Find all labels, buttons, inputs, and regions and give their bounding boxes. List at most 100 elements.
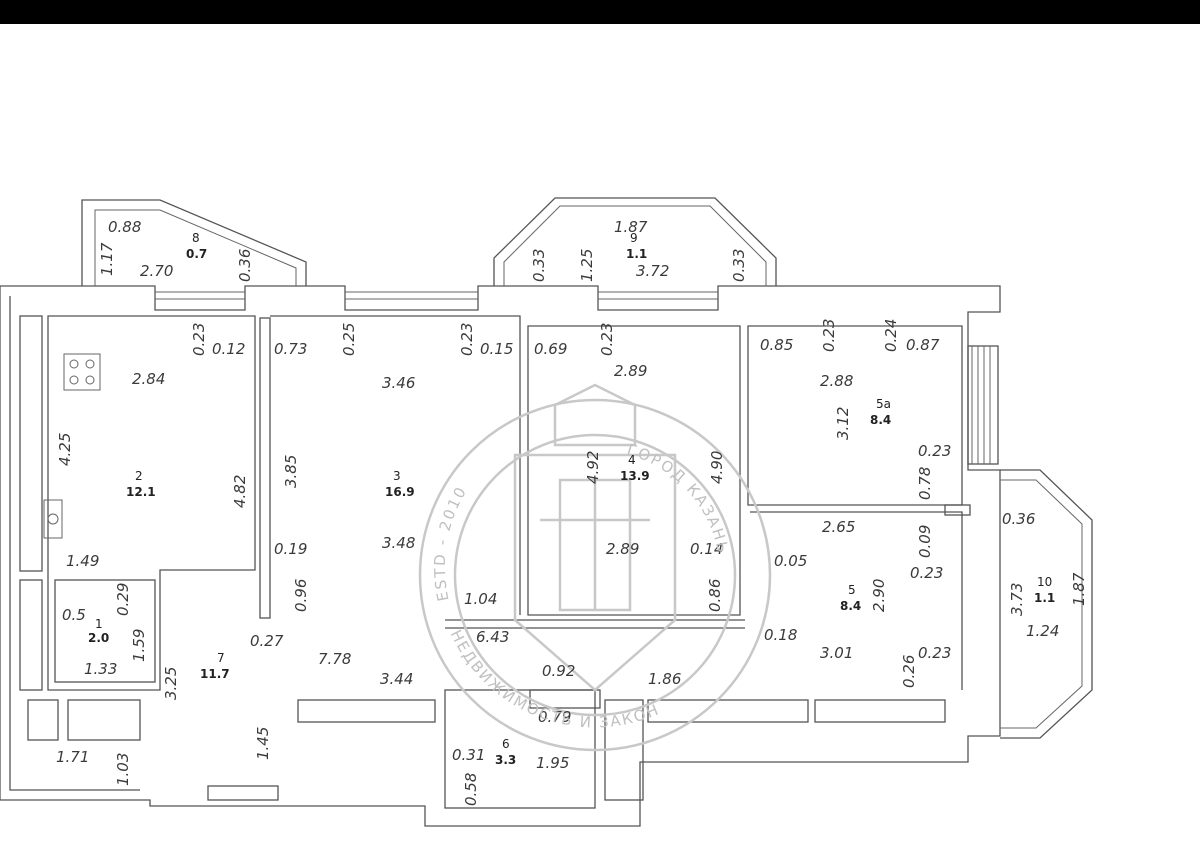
dimension-label: 1.71: [56, 748, 89, 766]
dimension-label: 0.36: [1002, 510, 1035, 528]
stove-icon: [63, 353, 101, 391]
dimension-label: 2.65: [822, 518, 855, 536]
dimension-label: 0.78: [916, 467, 934, 500]
dimension-label: 1.45: [254, 727, 272, 760]
svg-text:16.9: 16.9: [385, 485, 415, 499]
dimension-label: 1.86: [648, 670, 681, 688]
svg-text:5: 5: [848, 583, 856, 597]
dimension-label: 4.92: [584, 451, 602, 484]
watermark-text: ГОРОД КАЗАНЬ НЕДВИЖИМОСТЬ И ЗАКОН ESTD -…: [431, 440, 730, 731]
dimension-label: 1.24: [1026, 622, 1059, 640]
dimension-label: 2.90: [870, 579, 888, 612]
dimension-label: 0.12: [212, 340, 245, 358]
dimension-label: 2.88: [820, 372, 853, 390]
dimension-label: 0.96: [292, 579, 310, 612]
svg-text:5а: 5а: [876, 397, 891, 411]
dimension-label: 0.19: [274, 540, 307, 558]
dimension-label: 1.87: [614, 218, 648, 236]
dimension-label: 1.33: [84, 660, 117, 678]
room-1-label: 12.0: [88, 617, 109, 645]
sink-icon: [43, 499, 63, 539]
svg-text:9: 9: [630, 231, 638, 245]
dimension-label: 0.14: [690, 540, 723, 558]
dimension-label: 4.90: [708, 451, 726, 484]
dimension-label: 4.25: [56, 433, 74, 466]
dimension-label: 0.09: [916, 525, 934, 558]
svg-text:0.7: 0.7: [186, 247, 207, 261]
dimension-label: 0.31: [452, 746, 485, 764]
dimension-label: 0.85: [760, 336, 793, 354]
dimension-label: 1.25: [578, 249, 596, 282]
dimension-label: 0.23: [458, 323, 476, 356]
room-5a-label: 5а8.4: [870, 397, 891, 427]
svg-text:13.9: 13.9: [620, 469, 650, 483]
room-8-label: 80.7: [186, 231, 207, 261]
svg-text:7: 7: [217, 651, 225, 665]
balcony-8: [81, 199, 307, 286]
balcony-10: [1000, 469, 1093, 739]
dimension-label: 3.73: [1008, 583, 1026, 616]
dimension-label: 1.87: [1070, 572, 1088, 606]
dimension-label: 0.58: [462, 773, 480, 806]
dimension-label: 0.79: [538, 708, 571, 726]
svg-text:4: 4: [628, 453, 636, 467]
svg-text:1.1: 1.1: [626, 247, 647, 261]
dimension-label: 1.49: [66, 552, 99, 570]
interior-walls: [19, 315, 999, 809]
dimension-label: 0.33: [530, 249, 548, 282]
dimension-label: 0.25: [340, 323, 358, 356]
dimension-label: 0.18: [764, 626, 797, 644]
room-5-label: 58.4: [840, 583, 861, 613]
svg-text:3: 3: [393, 469, 401, 483]
dimension-label: 0.23: [910, 564, 943, 582]
svg-text:3.3: 3.3: [495, 753, 516, 767]
dimension-label: 3.46: [382, 374, 415, 392]
dimension-label: 0.26: [900, 655, 918, 688]
dimension-label: 0.69: [534, 340, 567, 358]
dimension-label: 0.73: [274, 340, 307, 358]
dimension-label: 1.95: [536, 754, 569, 772]
svg-text:1.1: 1.1: [1034, 591, 1055, 605]
dimension-label: 0.33: [730, 249, 748, 282]
room-4-label: 413.9: [620, 453, 650, 483]
dimension-label: 1.03: [114, 753, 132, 786]
dimension-label: 3.48: [382, 534, 415, 552]
dimension-label: 0.27: [250, 632, 284, 650]
dimension-label: 0.23: [918, 442, 951, 460]
room-2-label: 212.1: [126, 469, 156, 499]
svg-text:10: 10: [1037, 575, 1052, 589]
dimension-label: 0.87: [906, 336, 940, 354]
room-10-label: 101.1: [1034, 575, 1055, 605]
svg-text:1: 1: [95, 617, 103, 631]
dimension-label: 1.17: [98, 242, 116, 276]
dimension-label: 0.23: [918, 644, 951, 662]
room-3-label: 316.9: [385, 469, 415, 499]
dimension-label: 0.23: [598, 323, 616, 356]
outer-walls: [0, 285, 1001, 827]
dimension-label: 0.23: [190, 323, 208, 356]
top-black-bar: [0, 0, 1200, 24]
dimension-label: 3.72: [636, 262, 669, 280]
dimension-label: 0.24: [882, 319, 900, 352]
dimension-label: 3.25: [162, 667, 180, 700]
room-6-label: 63.3: [495, 737, 516, 767]
svg-text:8: 8: [192, 231, 200, 245]
dimension-label: 1.59: [130, 629, 148, 662]
dimension-label: 7.78: [318, 650, 351, 668]
room-7-label: 711.7: [200, 651, 230, 681]
dimension-label: 0.23: [820, 319, 838, 352]
dimension-labels: 0.88 1.17 2.70 0.36 1.87 0.33 1.25 3.72 …: [56, 218, 1088, 806]
dimension-label: 3.44: [380, 670, 413, 688]
dimension-label: 3.12: [834, 407, 852, 440]
svg-text:6: 6: [502, 737, 510, 751]
dimension-label: 3.85: [282, 455, 300, 488]
svg-text:8.4: 8.4: [870, 413, 891, 427]
dimension-label: 1.04: [464, 590, 497, 608]
svg-text:2.0: 2.0: [88, 631, 109, 645]
svg-text:8.4: 8.4: [840, 599, 861, 613]
dimension-label: 0.88: [108, 218, 141, 236]
dimension-label: 0.29: [114, 583, 132, 616]
dimension-label: 0.92: [542, 662, 575, 680]
dimension-label: 2.70: [140, 262, 173, 280]
